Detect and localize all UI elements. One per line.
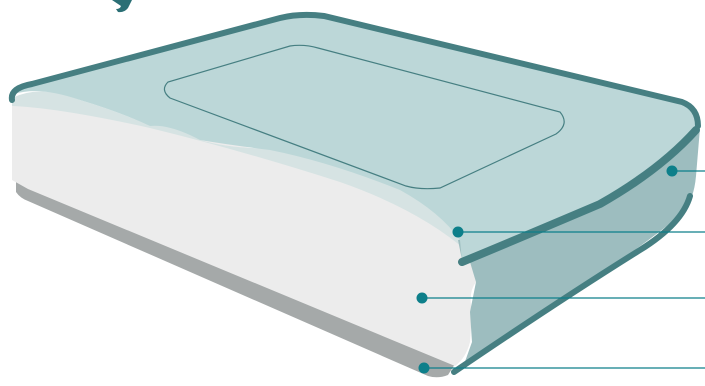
- heading-fragment: [112, 0, 132, 12]
